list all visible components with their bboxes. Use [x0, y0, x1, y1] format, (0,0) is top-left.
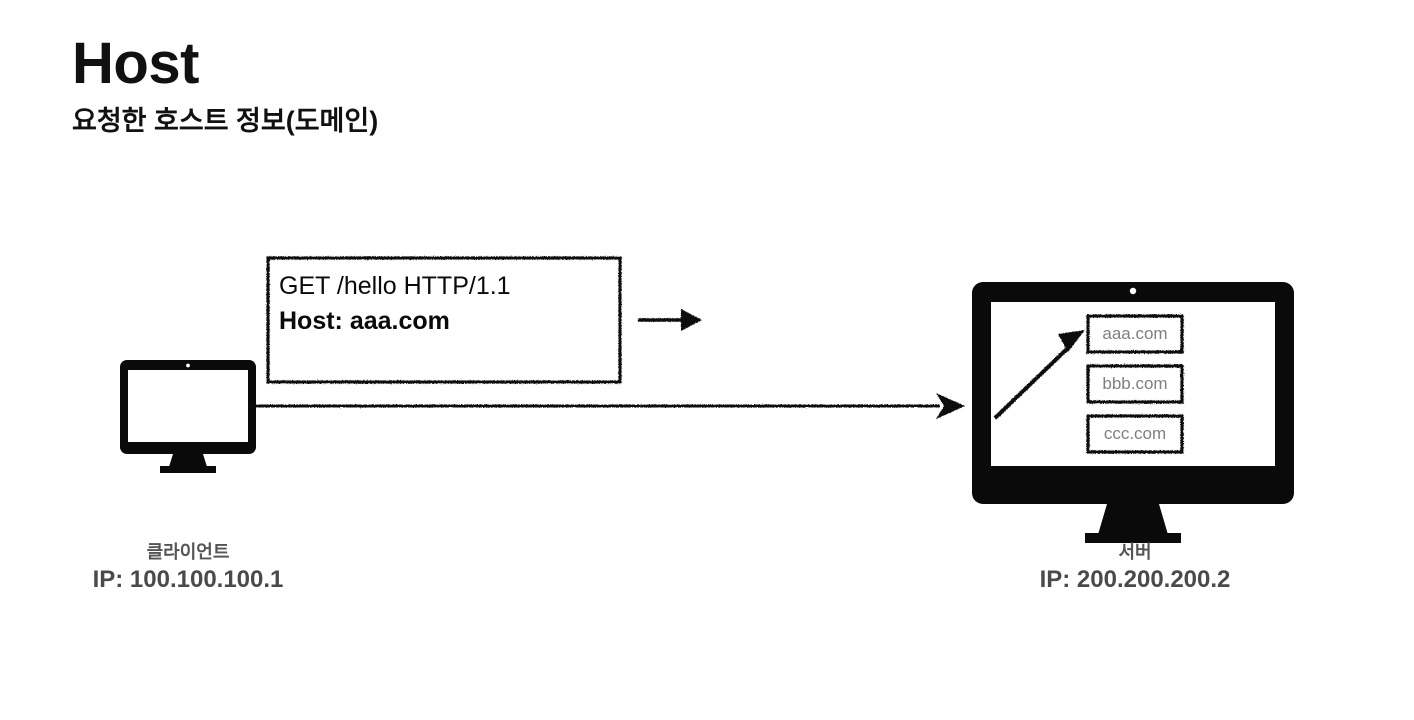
- domain-box-ccc: [1086, 414, 1184, 454]
- server-caption: 서버 IP: 200.200.200.2: [1015, 541, 1255, 595]
- server-ip-label: IP: 200.200.200.2: [1039, 565, 1231, 593]
- heading-block: Host 요청한 호스트 정보(도메인): [72, 34, 772, 138]
- domain-label-bbb: bbb.com: [1102, 374, 1168, 393]
- client-monitor-icon: [120, 360, 256, 473]
- client-caption: 클라이언트 IP: 100.100.100.1: [68, 541, 308, 595]
- domain-box-aaa: [1086, 314, 1184, 354]
- request-line-host-header: Host: aaa.com: [279, 307, 450, 335]
- server-role-label: 서버: [1118, 542, 1152, 562]
- page-title: Host: [72, 31, 199, 96]
- request-line-method: GET /hello HTTP/1.1: [279, 272, 511, 300]
- domain-label-aaa: aaa.com: [1102, 324, 1168, 343]
- page-subtitle: 요청한 호스트 정보(도메인): [72, 106, 379, 137]
- http-request-box: [266, 256, 622, 384]
- request-arrow-short-icon: [638, 309, 702, 331]
- server-domain-match-arrow-icon: [993, 330, 1085, 420]
- client-to-server-arrow-icon: [249, 393, 965, 419]
- server-domain-list: [1086, 314, 1184, 454]
- client-role-label: 클라이언트: [146, 542, 230, 562]
- domain-label-ccc: ccc.com: [1103, 424, 1167, 443]
- domain-box-bbb: [1086, 364, 1184, 404]
- client-ip-label: IP: 100.100.100.1: [92, 565, 284, 593]
